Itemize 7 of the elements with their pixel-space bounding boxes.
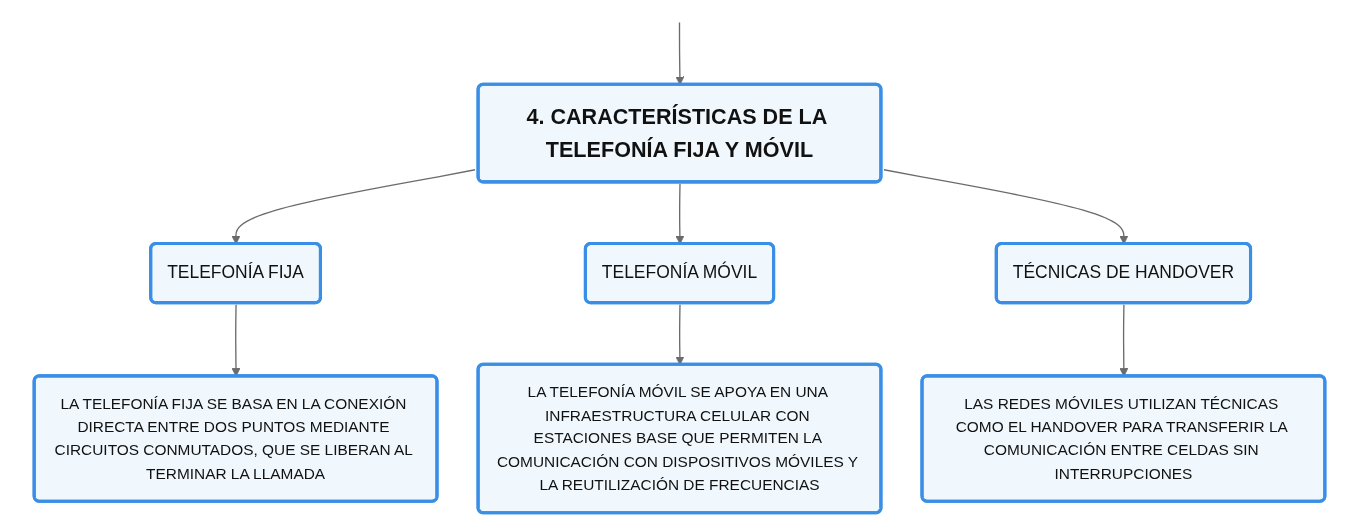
central-topic-box: 4. CARACTERÍSTICAS DE LA TELEFONÍA FIJA Y MÓVIL xyxy=(476,82,883,184)
topic-box: TÉCNICAS DE HANDOVER xyxy=(994,242,1253,305)
description-box: LA TELEFONÍA FIJA SE BASA EN LA CONEXIÓN DIRECTA ENTRE DOS PUNTOS MEDIANTE CIRCUITOS CONMUTADOS, QUE SE LIBERAN AL TERMINAR LA LLAMADA xyxy=(32,374,439,503)
topic-box: TELEFONÍA FIJA xyxy=(149,242,322,305)
description-box: LA TELEFONÍA MÓVIL SE APOYA EN UNA INFRAESTRUCTURA CELULAR CON ESTACIONES BASE QUE PERMITEN LA COMUNICACIÓN CON DISPOSITIVOS MÓVILES Y LA REUTILIZACIÓN DE FRECUENCIAS xyxy=(476,362,883,515)
description-box: LAS REDES MÓVILES UTILIZAN TÉCNICAS COMO EL HANDOVER PARA TRANSFERIR LA COMUNICACIÓN ENTRE CELDAS SIN INTERRUPCIONES xyxy=(920,374,1327,503)
topic-box: TELEFONÍA MÓVIL xyxy=(583,242,776,305)
